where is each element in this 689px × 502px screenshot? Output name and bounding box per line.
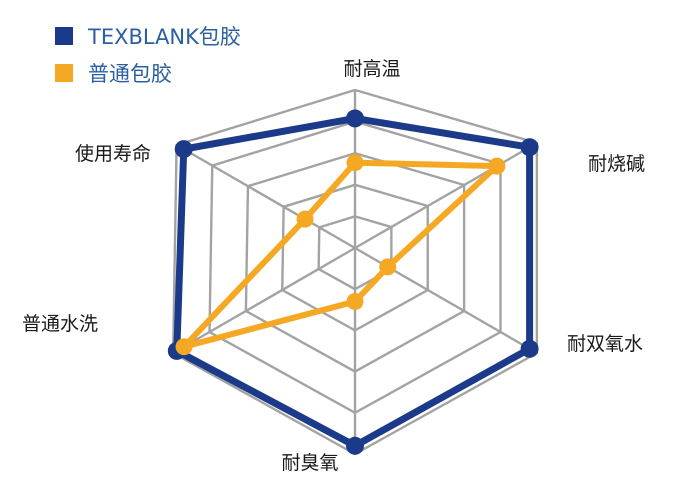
- series-point-1-0: [346, 154, 364, 172]
- series-point-0-5: [174, 140, 193, 159]
- series-point-1-1: [488, 157, 506, 175]
- grid-spoke-5: [175, 143, 356, 250]
- legend-swatch-1: [55, 64, 73, 82]
- axis-label-3: 耐臭氧: [281, 452, 338, 474]
- grid-spoke-4: [172, 246, 356, 355]
- grid-spoke-1: [354, 141, 538, 250]
- axis-label-5: 使用寿命: [75, 143, 151, 165]
- axis-label-0: 耐高温: [343, 58, 400, 80]
- legend-label-1: 普通包胶: [88, 62, 172, 86]
- axis-label-4: 普通水洗: [22, 313, 98, 335]
- legend-swatch-0: [55, 27, 73, 45]
- series-point-0-1: [520, 138, 539, 157]
- series-point-1-2: [379, 258, 397, 276]
- series-point-1-5: [296, 210, 314, 228]
- series-point-0-2: [520, 339, 539, 358]
- axis-label-1: 耐烧碱: [588, 153, 645, 175]
- axis-label-2: 耐双氧水: [567, 333, 643, 355]
- legend-label-0: TEXBLANK包胶: [87, 25, 241, 49]
- series-point-1-4: [175, 338, 193, 356]
- series-point-0-3: [346, 436, 364, 455]
- series-point-0-0: [346, 109, 364, 128]
- series-point-1-3: [346, 293, 364, 311]
- radar-series: [167, 109, 539, 455]
